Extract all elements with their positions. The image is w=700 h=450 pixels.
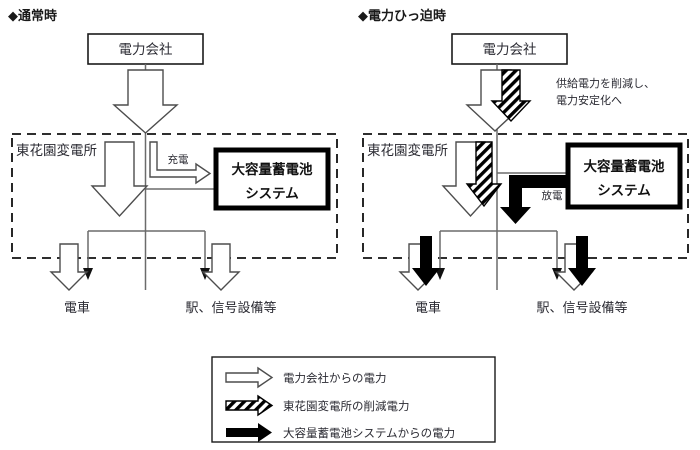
panel-normal-substation-label: 東花園変電所 <box>16 142 97 159</box>
panel-tight-annotation-line2: 電力安定化へ <box>556 93 622 107</box>
panel-normal-utility-label: 電力会社 <box>119 42 173 58</box>
panel-normal-battery-label-line1: 大容量蓄電池 <box>232 161 313 178</box>
panel-tight-annotation-line1: 供給電力を削減し、 <box>556 76 655 90</box>
panel-tight-utility-label: 電力会社 <box>483 42 537 58</box>
legend-label-0: 電力会社からの電力 <box>283 371 387 385</box>
panel-normal-battery-box <box>213 147 331 211</box>
panel-normal-load-label-train: 電車 <box>64 301 90 316</box>
panel-tight-load-label-station: 駅、信号設備等 <box>536 300 627 316</box>
panel-tight-battery-label-line1: 大容量蓄電池 <box>584 158 665 175</box>
panel-tight-substation-reduction-arrow <box>465 141 503 208</box>
panel-normal-supply-arrow <box>112 69 179 134</box>
legend-label-2: 大容量蓄電池システムからの電力 <box>283 426 455 440</box>
panel-tight-load-label-train: 電車 <box>415 301 441 316</box>
panel-normal-load-label-station: 駅、信号設備等 <box>185 300 276 316</box>
legend-hollow-arrow-icon <box>225 366 274 389</box>
panel-tight-feeder-station-head <box>552 268 562 280</box>
panel-tight-battery-box <box>565 142 683 210</box>
panel-tight-discharge-label: 放電 <box>542 189 563 202</box>
panel-normal-station-arrow <box>201 243 241 291</box>
panel-tight-heading: ◆電力ひっ迫時 <box>358 8 446 24</box>
panel-normal-feeder-train-head <box>83 268 93 280</box>
panel-tight-reduction-arrow <box>490 69 532 123</box>
legend: 電力会社からの電力 東花園変電所の削減電力 大容量蓄電池システムからの電力 <box>211 356 496 443</box>
legend-label-1: 東花園変電所の削減電力 <box>283 399 410 413</box>
panel-normal: ◆通常時 電力会社 東花園変電所 充電 大容量蓄電池 システム <box>8 8 338 316</box>
panel-normal-charge-label: 充電 <box>168 153 189 166</box>
legend-solid-arrow-icon <box>226 423 272 442</box>
panel-normal-utility-box <box>87 33 204 65</box>
panel-tight: ◆電力ひっ迫時 電力会社 供給電力を削減し、 電力安定化へ 東花園変電所 <box>358 8 689 316</box>
panel-tight-utility-box <box>451 33 568 65</box>
panel-tight-train-battery-arrow <box>412 236 440 286</box>
panel-normal-charge-arrow <box>149 141 212 185</box>
panel-normal-train-arrow <box>49 243 89 291</box>
panel-tight-battery-label-line2: システム <box>597 183 651 199</box>
panel-normal-heading: ◆通常時 <box>8 8 57 24</box>
panel-normal-battery-label-line2: システム <box>245 186 299 202</box>
panel-tight-station-battery-arrow <box>568 236 596 286</box>
legend-hatched-arrow-icon <box>225 394 274 417</box>
panel-tight-discharge-arrow <box>500 175 568 224</box>
panel-tight-substation-label: 東花園変電所 <box>367 142 448 159</box>
panel-normal-substation-output-arrow <box>90 141 149 218</box>
